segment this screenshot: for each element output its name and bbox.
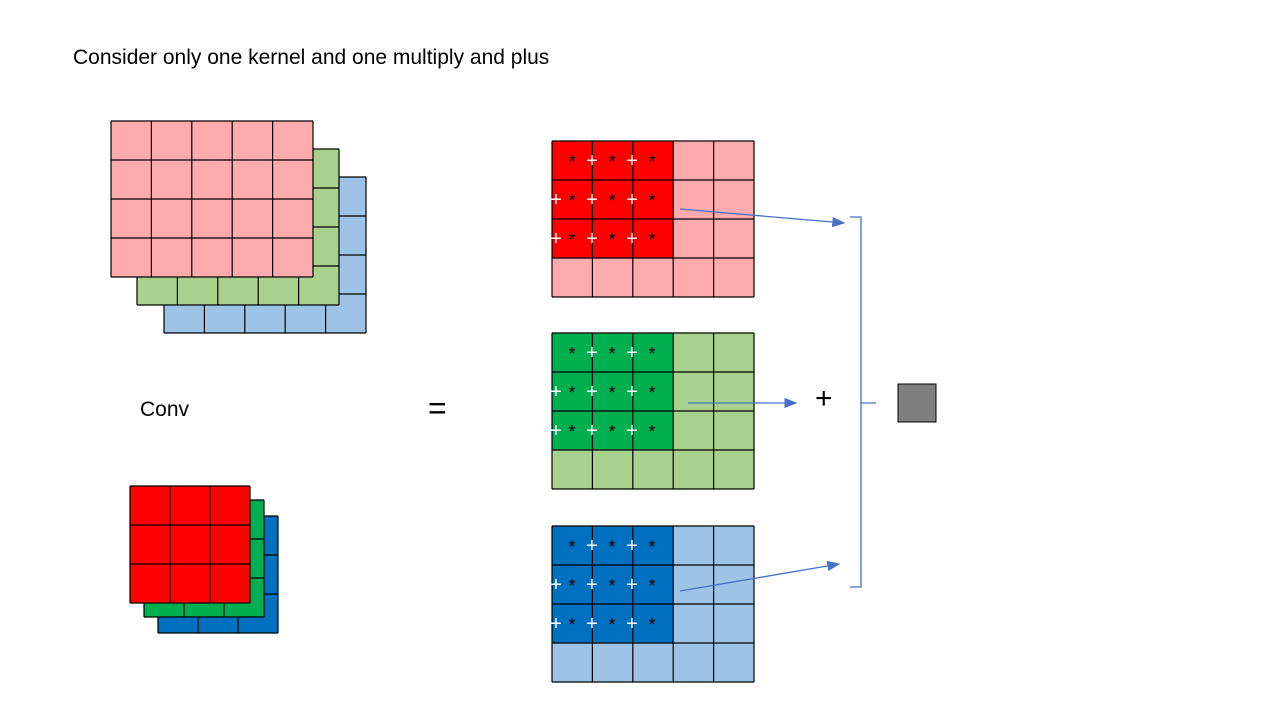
sum-brace [850, 216, 876, 588]
channel-product-red: * * * + + * * * + + + * * * + + + [550, 140, 755, 298]
multiply-symbol: * [648, 230, 655, 250]
multiply-symbol: * [568, 344, 575, 364]
add-symbol: + [626, 574, 638, 596]
multiply-symbol: * [648, 537, 655, 557]
kernel-overlay-green [552, 333, 674, 450]
multiply-symbol: * [568, 422, 575, 442]
multiply-symbol: * [608, 230, 615, 250]
multiply-symbol: * [608, 422, 615, 442]
add-symbol: + [550, 228, 562, 250]
multiply-symbol: * [648, 576, 655, 596]
add-symbol: + [626, 420, 638, 442]
add-symbol: + [586, 535, 598, 557]
multiply-symbol: * [648, 422, 655, 442]
multiply-symbol: * [608, 576, 615, 596]
add-symbol: + [550, 420, 562, 442]
add-symbol: + [626, 342, 638, 364]
multiply-symbol: * [608, 152, 615, 172]
multiply-symbol: * [608, 537, 615, 557]
kernel-overlay-blue [552, 526, 674, 643]
add-symbol: + [626, 535, 638, 557]
multiply-symbol: * [608, 191, 615, 211]
kernel-channel-red-fill [130, 486, 250, 603]
add-symbol: + [586, 150, 598, 172]
multiply-symbol: * [648, 191, 655, 211]
add-symbol: + [626, 381, 638, 403]
add-symbol: + [586, 574, 598, 596]
arrow-blue-to-sum [679, 560, 841, 592]
equals-sign: = [428, 390, 447, 426]
multiply-symbol: * [568, 537, 575, 557]
multiply-symbol: * [568, 230, 575, 250]
add-symbol: + [586, 189, 598, 211]
add-symbol: + [586, 228, 598, 250]
multiply-symbol: * [648, 383, 655, 403]
plus-sign: + [815, 382, 833, 415]
multiply-symbol: * [568, 152, 575, 172]
multiply-symbol: * [608, 615, 615, 635]
add-symbol: + [586, 420, 598, 442]
multiply-symbol: * [568, 615, 575, 635]
add-symbol: + [550, 574, 562, 596]
input-channel-red [110, 120, 314, 278]
output-cell [897, 383, 937, 423]
channel-product-green: * * * + + * * * + + + * * * + + + [550, 332, 755, 490]
add-symbol: + [550, 189, 562, 211]
kernel-channel-red [129, 485, 251, 604]
add-symbol: + [626, 150, 638, 172]
add-symbol: + [586, 613, 598, 635]
multiply-symbol: * [568, 191, 575, 211]
arrow-red-to-sum [679, 208, 846, 228]
multiply-symbol: * [648, 344, 655, 364]
multiply-symbol: * [608, 383, 615, 403]
add-symbol: + [626, 189, 638, 211]
multiply-symbol: * [568, 383, 575, 403]
multiply-symbol: * [648, 615, 655, 635]
slide-title: Consider only one kernel and one multipl… [73, 46, 550, 69]
add-symbol: + [550, 381, 562, 403]
multiply-symbol: * [608, 344, 615, 364]
add-symbol: + [626, 228, 638, 250]
add-symbol: + [626, 613, 638, 635]
add-symbol: + [586, 342, 598, 364]
channel-product-blue: * * * + + * * * + + + * * * + + + [550, 525, 755, 683]
multiply-symbol: * [648, 152, 655, 172]
kernel-overlay-red [552, 141, 674, 258]
multiply-symbol: * [568, 576, 575, 596]
add-symbol: + [586, 381, 598, 403]
add-symbol: + [550, 613, 562, 635]
conv-label: Conv [140, 398, 190, 421]
